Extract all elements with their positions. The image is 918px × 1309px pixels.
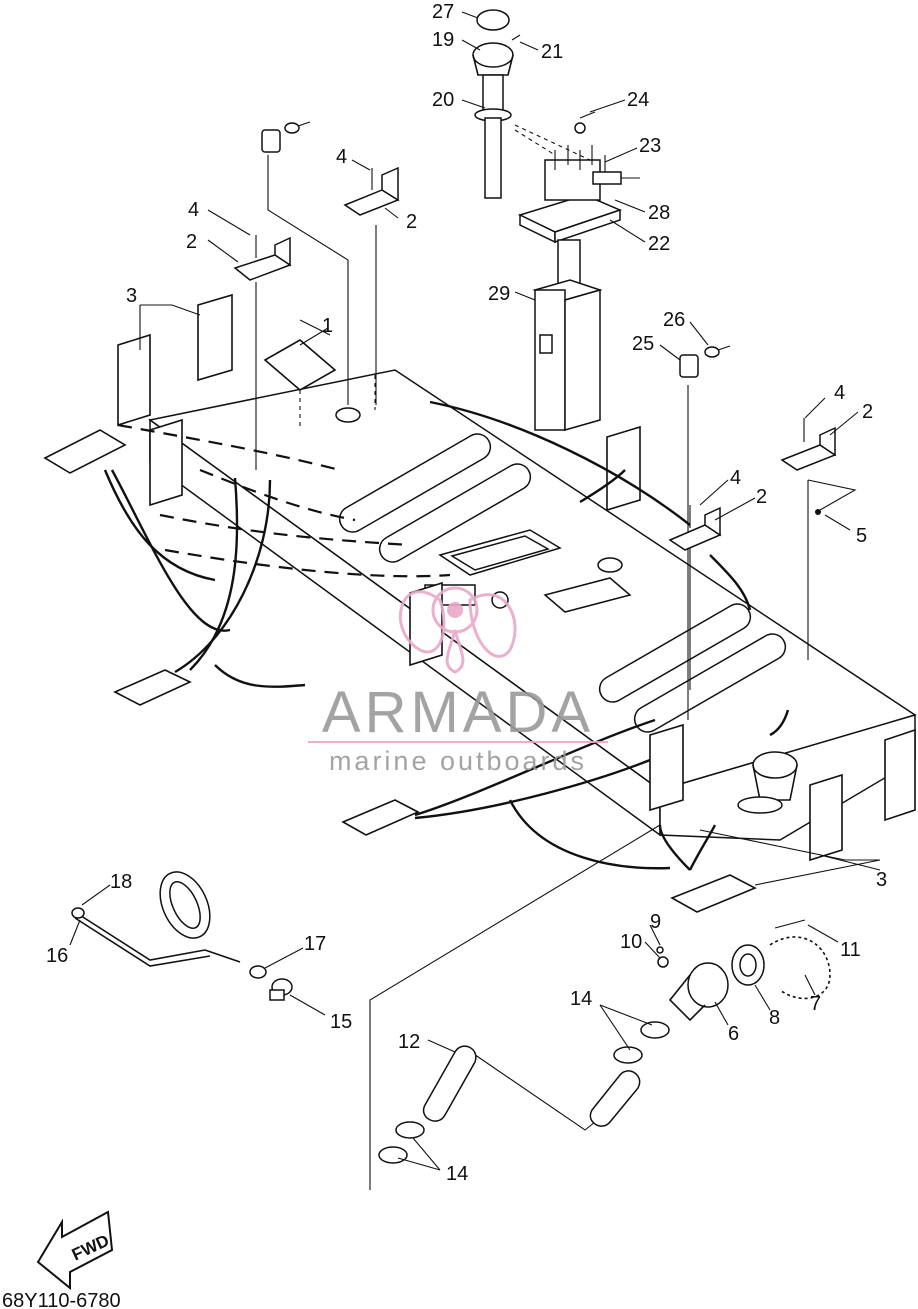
callout-3a: 3	[126, 285, 137, 307]
assembly-arrows	[103, 400, 790, 871]
callout-22: 22	[648, 233, 670, 255]
callout-numbers: 27 19 21 20 24 23 28 22 29 26 25 4 2 4 2…	[46, 1, 887, 1185]
callout-leaders	[69, 11, 859, 1171]
watermark-title: ARMADA	[322, 680, 594, 745]
callout-19: 19	[432, 29, 454, 51]
leader-lines	[139, 155, 881, 1190]
callout-2b: 2	[186, 231, 197, 253]
callout-2a: 2	[406, 211, 417, 233]
callout-10: 10	[620, 931, 642, 953]
fuel-hoses	[378, 1021, 670, 1164]
callout-12: 12	[398, 1031, 420, 1053]
callout-1: 1	[322, 315, 333, 337]
diagram-code: 68Y110-6780	[2, 1290, 121, 1309]
assembly-dashed-lines	[117, 423, 451, 578]
filler-neck	[737, 751, 798, 814]
callout-28: 28	[648, 202, 670, 224]
callout-4a: 4	[336, 146, 347, 168]
fuel-joint-parts	[656, 919, 831, 1022]
callout-8: 8	[769, 1007, 780, 1029]
propeller-logo	[398, 586, 517, 674]
callout-5: 5	[856, 525, 867, 547]
fuel-sender-assembly	[472, 9, 640, 431]
callout-15: 15	[330, 1011, 352, 1033]
callout-6: 6	[728, 1023, 739, 1045]
callout-7: 7	[810, 993, 821, 1015]
gauge-unit	[472, 42, 514, 68]
vent-grommet	[597, 557, 623, 573]
fuel-gauge-grommet	[335, 407, 361, 423]
callout-14a: 14	[570, 988, 592, 1010]
callout-9: 9	[650, 911, 661, 933]
callout-4c: 4	[834, 382, 845, 404]
callout-3b: 3	[876, 869, 887, 891]
watermark-subtitle: marine outboards	[329, 746, 587, 776]
callout-14b: 14	[446, 1163, 468, 1185]
callout-2d: 2	[756, 486, 767, 508]
callout-21: 21	[541, 41, 563, 63]
sender-cap	[476, 9, 510, 31]
callout-11: 11	[840, 939, 861, 961]
callout-4b: 4	[188, 199, 199, 221]
callout-18: 18	[110, 871, 132, 893]
callout-27: 27	[432, 1, 454, 23]
fwd-arrow: FWD	[36, 1210, 114, 1291]
callout-25: 25	[632, 333, 654, 355]
fuel-handle	[71, 871, 293, 1001]
callout-2c: 2	[862, 401, 873, 423]
callout-26: 26	[663, 309, 685, 331]
callout-20: 20	[432, 89, 454, 111]
callout-4d: 4	[730, 467, 741, 489]
callout-23: 23	[639, 135, 661, 157]
callout-16: 16	[46, 945, 68, 967]
callout-24: 24	[627, 89, 649, 111]
callout-29: 29	[488, 283, 510, 305]
armada-watermark: ARMADA marine outboards	[308, 586, 608, 776]
tank-slots	[338, 433, 787, 733]
callout-17: 17	[304, 933, 326, 955]
bracket-parts	[233, 121, 837, 551]
